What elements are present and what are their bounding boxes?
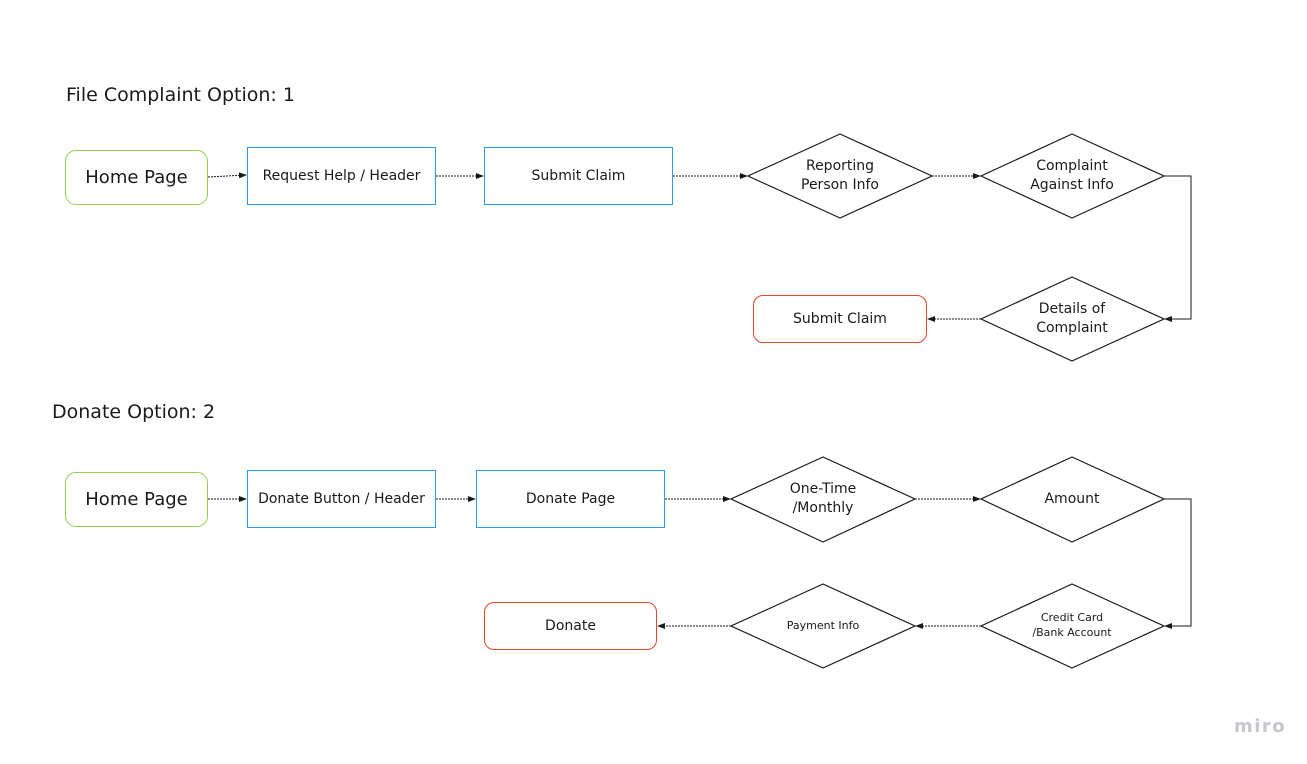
- flow1-home-page-node[interactable]: Home Page: [65, 150, 208, 205]
- frequency-diamond[interactable]: [729, 456, 917, 543]
- amount-diamond[interactable]: [979, 456, 1166, 543]
- donate-end-node[interactable]: Donate: [484, 602, 657, 650]
- connector-complaint-against-to-details: [1164, 175, 1192, 322]
- miro-logo: miro: [1234, 716, 1287, 737]
- request-help-node[interactable]: Request Help / Header: [247, 147, 436, 205]
- flow2-home-page-node[interactable]: Home Page: [65, 472, 208, 527]
- submit-claim-step-node[interactable]: Submit Claim: [484, 147, 673, 205]
- connector-home-to-request-help: [207, 172, 247, 179]
- complaint-against-diamond[interactable]: [979, 133, 1166, 219]
- payment-info-diamond[interactable]: [729, 583, 917, 669]
- flow2-title: Donate Option: 2: [52, 401, 216, 423]
- flow1-title: File Complaint Option: 1: [66, 84, 295, 106]
- donate-page-node[interactable]: Donate Page: [476, 470, 665, 528]
- connector-amount-to-payment-method: [1164, 498, 1192, 629]
- details-of-complaint-diamond[interactable]: [979, 276, 1166, 362]
- donate-button-node[interactable]: Donate Button / Header: [247, 470, 436, 528]
- payment-method-diamond[interactable]: [979, 583, 1166, 669]
- submit-claim-end-node[interactable]: Submit Claim: [753, 295, 927, 343]
- reporting-person-diamond[interactable]: [746, 133, 934, 219]
